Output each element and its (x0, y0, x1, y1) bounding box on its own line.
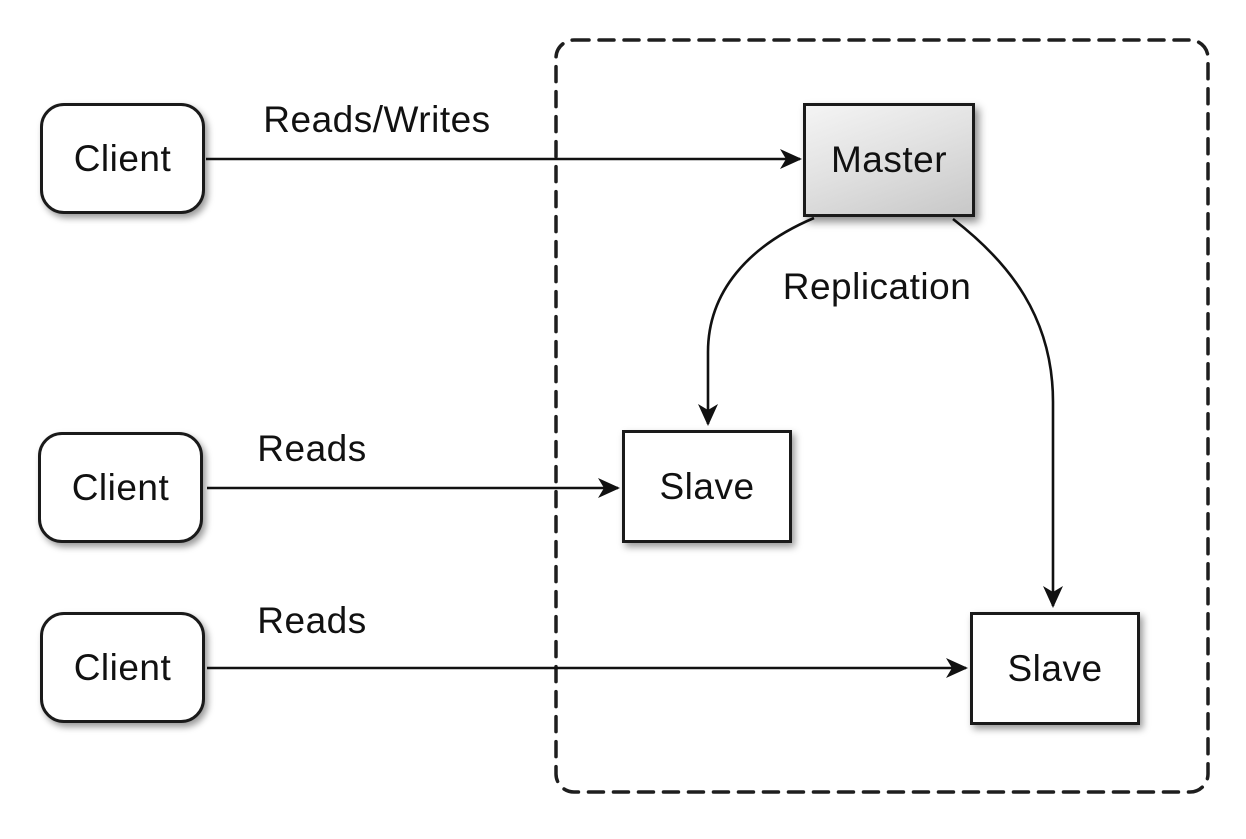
client-node-2: Client (38, 432, 203, 543)
reads-edge-label-1: Reads (257, 428, 367, 469)
client-node-3-label: Client (73, 646, 172, 688)
slave-node-1-label: Slave (659, 465, 755, 507)
client-node-1-label: Client (73, 137, 172, 179)
replication-boundary-box (554, 38, 1210, 794)
master-node: Master (803, 103, 975, 217)
slave-node-1: Slave (622, 430, 792, 543)
master-to-slave1-arrow (698, 216, 815, 426)
client-node-3: Client (40, 612, 205, 723)
slave-node-2: Slave (970, 612, 1140, 725)
client-node-1: Client (40, 103, 205, 214)
reads-writes-edge-label: Reads/Writes (263, 99, 491, 140)
client-node-2-label: Client (71, 466, 170, 508)
slave-node-2-label: Slave (1007, 647, 1103, 689)
replication-edge-label: Replication (782, 266, 972, 307)
master-node-label: Master (830, 139, 948, 180)
reads-edge-label-2: Reads (257, 600, 367, 641)
master-to-slave2-arrow (952, 217, 1063, 608)
